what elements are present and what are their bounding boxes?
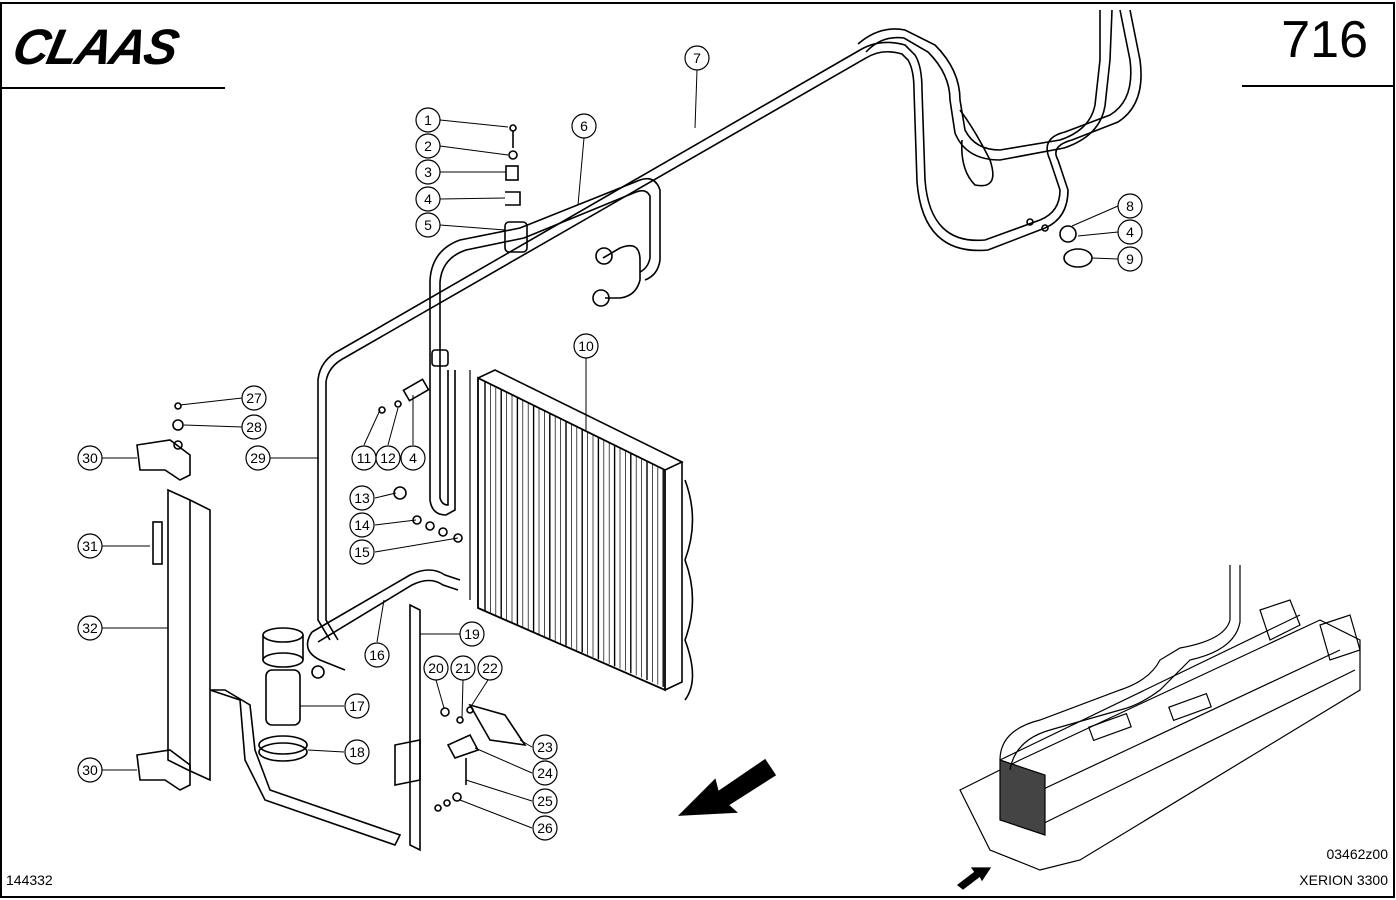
model-name: XERION 3300 — [1299, 872, 1388, 888]
hose-line-6 — [429, 177, 661, 516]
receiver-dryer — [258, 627, 308, 762]
clamp-parts-8-9 — [1026, 218, 1093, 268]
mounting-bracket-32 — [136, 439, 402, 846]
support-strip-19 — [394, 603, 421, 852]
hose-line-7 — [317, 9, 1142, 641]
part-code: 144332 — [6, 872, 53, 888]
direction-arrow — [677, 758, 777, 816]
page-number: 716 — [1281, 11, 1368, 69]
fasteners — [172, 124, 521, 812]
drawing-code: 03462z00 — [1326, 846, 1388, 862]
inset-vehicle-frame — [957, 565, 1361, 890]
callout-leaders — [102, 69, 1119, 829]
condenser-core — [469, 369, 694, 701]
hose-line-16 — [306, 569, 461, 679]
